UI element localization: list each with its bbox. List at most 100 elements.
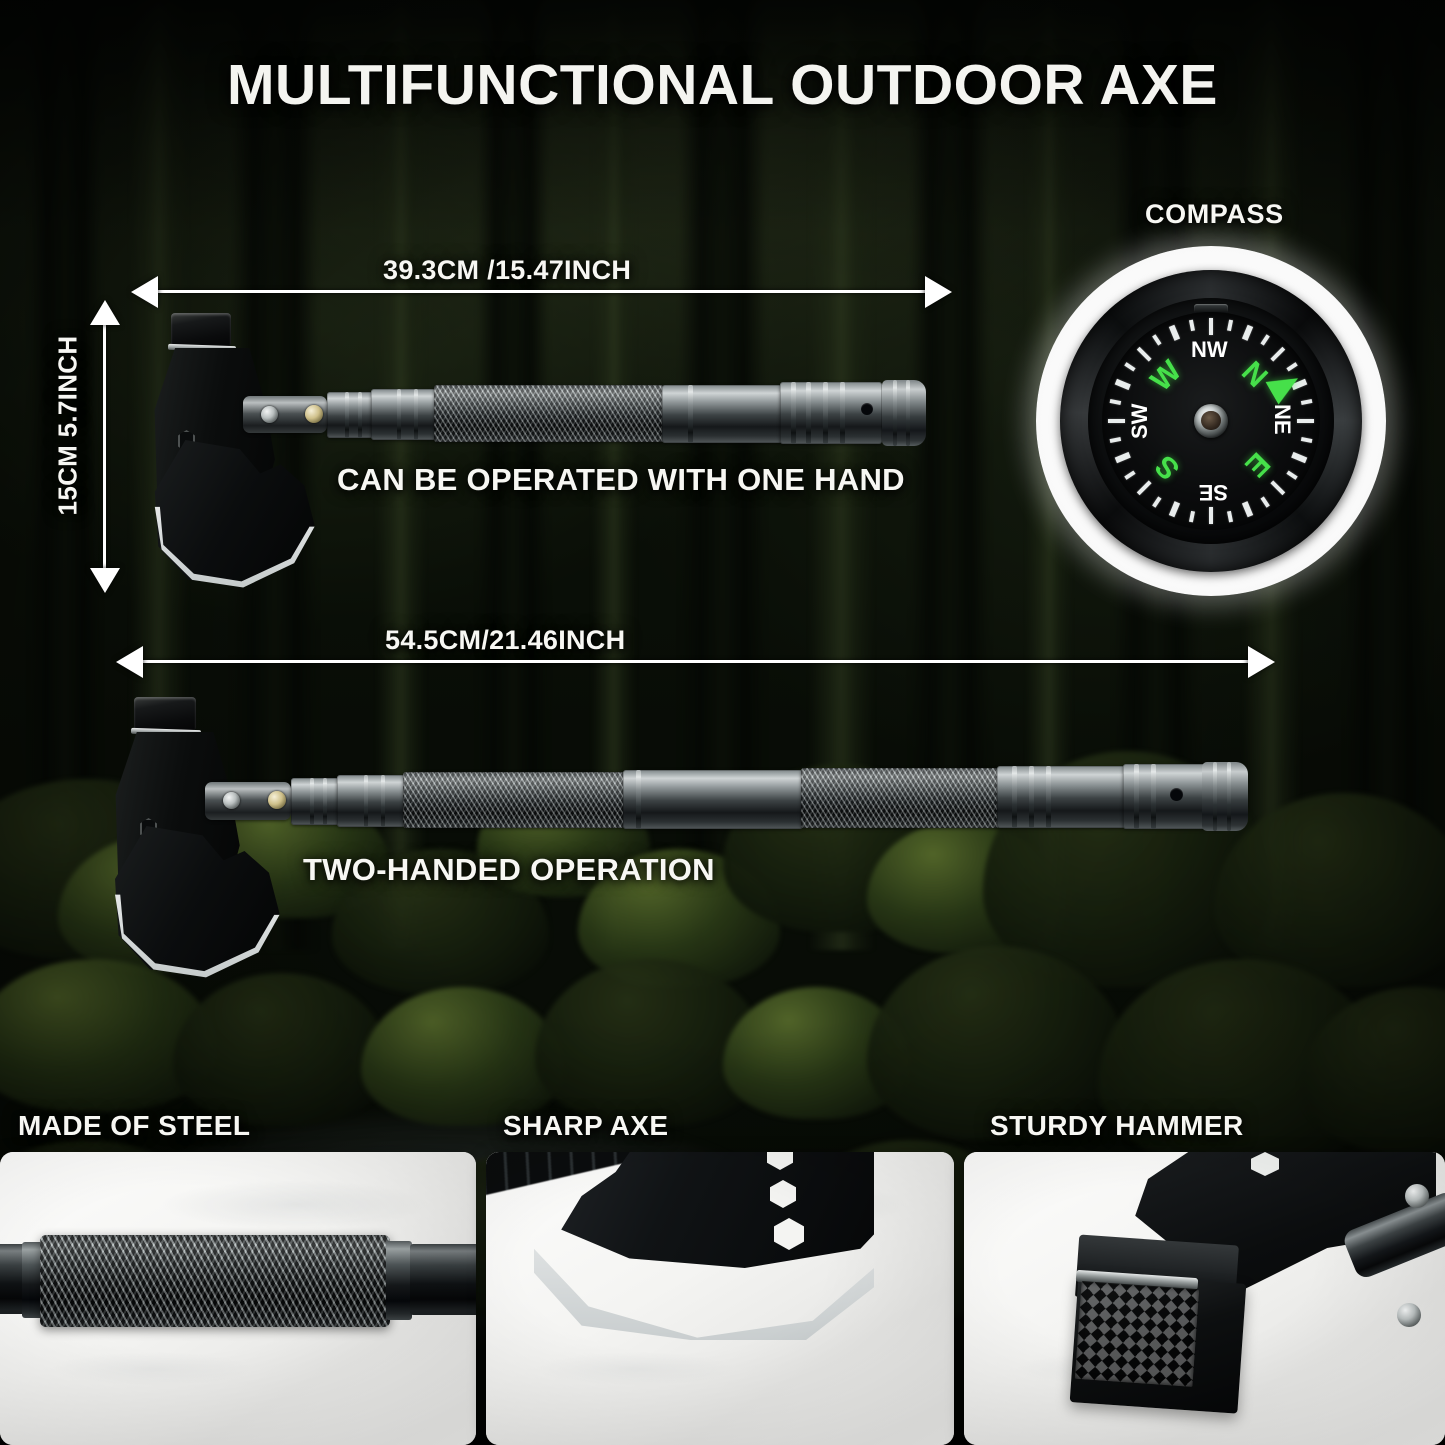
blade-hex-hole — [767, 1152, 793, 1170]
compact-arrow-left-icon — [131, 276, 158, 308]
handle-ring — [688, 385, 693, 443]
handle-segment — [623, 770, 803, 829]
handle-ring — [1213, 762, 1217, 831]
compass-tick — [1270, 480, 1286, 496]
one-hand-caption: CAN BE OPERATED WITH ONE HAND — [337, 462, 905, 497]
compass-tick — [1168, 324, 1181, 341]
compass-tick — [1209, 507, 1213, 524]
compass-direction-sw: SW — [1127, 403, 1152, 439]
compass-tick — [1136, 346, 1152, 362]
handle-ring — [636, 770, 641, 829]
handle-collar — [22, 1242, 44, 1318]
compass-dial: N NE E SE S SW W NW — [1102, 312, 1320, 530]
handle-ring — [397, 389, 401, 440]
compass-label: COMPASS — [1145, 199, 1284, 229]
axe-screw — [261, 406, 278, 423]
handle-segment — [662, 385, 782, 443]
compact-length-label: 39.3CM /15.47INCH — [383, 255, 632, 285]
handle-ring — [840, 382, 845, 444]
handle-ring — [806, 382, 811, 444]
panel-shading — [964, 1152, 1445, 1445]
lanyard-hole — [861, 403, 873, 415]
hammer-poll — [134, 697, 196, 731]
handle-ring — [1134, 764, 1139, 829]
handle-ring — [364, 775, 368, 827]
compass-tick — [1241, 501, 1254, 518]
handle-knurled-grip — [801, 768, 999, 828]
handle-ring — [893, 380, 897, 446]
compass-tick — [1226, 319, 1234, 332]
hammer-poll — [171, 313, 231, 347]
panel-shading — [486, 1152, 954, 1445]
handle-ring — [1227, 762, 1231, 831]
compass-tick — [1291, 451, 1308, 464]
handle-knurled-grip — [434, 385, 664, 442]
compass-tick — [1241, 324, 1254, 341]
handle-segment — [371, 389, 436, 440]
axe-screw — [1397, 1303, 1421, 1327]
handle-tube — [410, 1244, 476, 1315]
handle-segment — [337, 775, 405, 827]
extended-arrow-left-icon — [116, 646, 143, 678]
handle-knurled-grip — [403, 772, 625, 828]
handle-ring — [906, 380, 910, 446]
compact-arrow-right-icon — [925, 276, 952, 308]
knurled-grip — [40, 1235, 390, 1327]
feature-panel-sharp-axe — [486, 1152, 954, 1445]
compass-tick — [1114, 378, 1131, 391]
extended-dimension-line — [133, 660, 1256, 663]
handle-segment — [997, 766, 1125, 828]
compass-tick — [1124, 362, 1136, 372]
feature-panel-made-of-steel — [0, 1152, 476, 1445]
panel-label-sturdy-hammer: STURDY HAMMER — [990, 1110, 1244, 1141]
handle-segment — [291, 778, 339, 825]
handle-ring — [1151, 764, 1156, 829]
panel-shading — [0, 1152, 476, 1445]
compass-tick — [1300, 436, 1313, 444]
head-height-arrow-up-icon — [90, 300, 120, 325]
handle-ring — [1029, 766, 1034, 828]
extended-length-label: 54.5CM/21.46INCH — [385, 625, 626, 655]
compact-dimension-line — [148, 290, 934, 293]
compass-tick — [1152, 334, 1162, 346]
compass-direction-w: W — [1144, 354, 1188, 398]
compass-tick — [1270, 346, 1286, 362]
compass-direction-nw: NW — [1191, 337, 1228, 362]
compass-pivot — [1194, 404, 1228, 438]
handle-ring — [791, 382, 796, 444]
handle-ring — [323, 778, 327, 825]
feature-panel-sturdy-hammer — [964, 1152, 1445, 1445]
panel-label-made-of-steel: MADE OF STEEL — [18, 1110, 251, 1141]
compass-direction-se: SE — [1198, 480, 1228, 505]
handle-collar — [386, 1241, 412, 1320]
handle-ring — [414, 389, 418, 440]
handle-segment — [327, 392, 373, 438]
compass-tick — [1188, 319, 1196, 332]
compass-tick — [1108, 419, 1125, 423]
handle-ring — [310, 778, 314, 825]
compass-tick — [1152, 496, 1162, 508]
compass-tick — [1109, 436, 1122, 444]
two-hand-caption: TWO-HANDED OPERATION — [303, 852, 715, 887]
head-height-label: 15CM 5.7INCH — [52, 335, 83, 516]
handle-ring — [1012, 766, 1017, 828]
handle-ring — [381, 775, 385, 827]
compass-tick — [1260, 334, 1270, 346]
head-height-line — [103, 322, 106, 574]
compass-tick — [1297, 419, 1314, 423]
axe-screw — [305, 405, 323, 423]
compass-tick — [1168, 501, 1181, 518]
compass-direction-n: N — [1235, 355, 1274, 394]
page-title: MULTIFUNCTIONAL OUTDOOR AXE — [227, 53, 1218, 117]
axe-screw — [223, 792, 240, 809]
handle-end-cap — [882, 380, 926, 446]
compass-direction-ne: NE — [1270, 404, 1295, 435]
handle-ring — [358, 392, 362, 438]
axe-screw — [268, 791, 286, 809]
compass-direction-e: E — [1238, 445, 1277, 484]
lanyard-hole — [1170, 788, 1183, 801]
compass-tick — [1286, 470, 1298, 480]
compass-tick — [1226, 510, 1234, 523]
compass-tick — [1209, 318, 1213, 335]
